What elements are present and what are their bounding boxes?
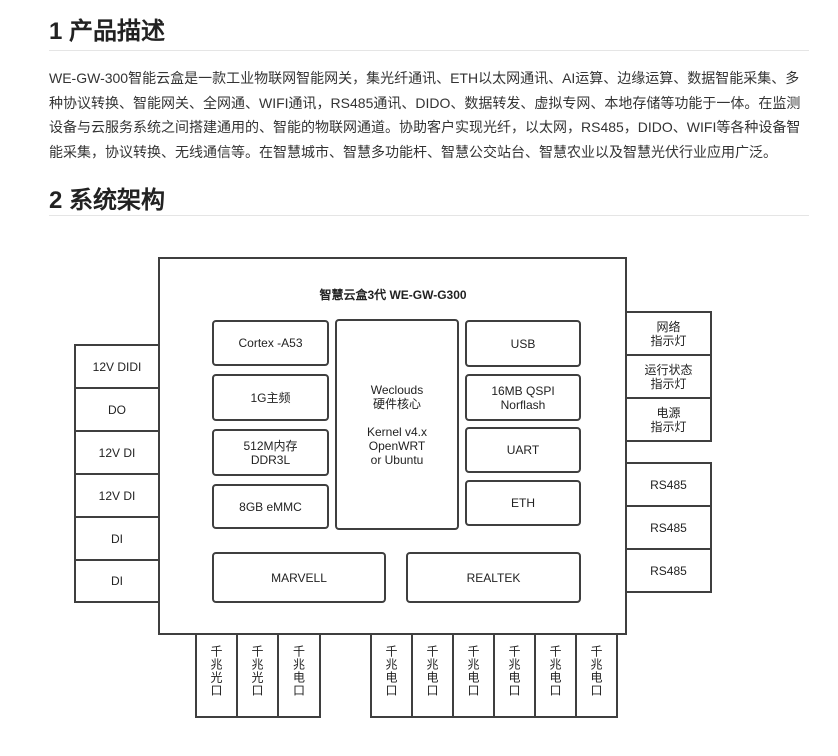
module-uart: UART xyxy=(465,427,581,473)
module-ram: 512M内存 DDR3L xyxy=(212,429,329,476)
bottom-port: 千兆光口 xyxy=(236,633,279,718)
bottom-port: 千兆电口 xyxy=(277,633,321,718)
module-realtek: REALTEK xyxy=(406,552,581,603)
device-title: 智慧云盒3代 WE-GW-G300 xyxy=(319,288,467,302)
divider xyxy=(49,50,809,51)
module-usb: USB xyxy=(465,320,581,367)
bottom-port: 千兆电口 xyxy=(452,633,495,718)
module-eth: ETH xyxy=(465,480,581,526)
rs485-port: RS485 xyxy=(625,462,712,507)
left-port: DI xyxy=(74,516,160,561)
module-qspi: 16MB QSPI Norflash xyxy=(465,374,581,421)
module-frequency: 1G主频 xyxy=(212,374,329,421)
indicator-light: 电源 指示灯 xyxy=(625,397,712,442)
bottom-port: 千兆电口 xyxy=(534,633,577,718)
module-emmc: 8GB eMMC xyxy=(212,484,329,529)
left-port: 12V DIDI xyxy=(74,344,160,389)
module-cpu: Cortex -A53 xyxy=(212,320,329,366)
bottom-port: 千兆光口 xyxy=(195,633,238,718)
left-port: 12V DI xyxy=(74,430,160,475)
left-port: 12V DI xyxy=(74,473,160,518)
divider xyxy=(49,215,809,216)
bottom-port: 千兆电口 xyxy=(411,633,454,718)
module-marvell: MARVELL xyxy=(212,552,386,603)
section-title-description: 1 产品描述 xyxy=(49,18,166,45)
module-core: Weclouds 硬件核心 Kernel v4.x OpenWRT or Ubu… xyxy=(335,319,459,530)
rs485-port: RS485 xyxy=(625,548,712,593)
left-port: DI xyxy=(74,559,160,603)
bottom-port: 千兆电口 xyxy=(493,633,536,718)
bottom-port: 千兆电口 xyxy=(575,633,618,718)
product-description: WE-GW-300智能云盒是一款工业物联网智能网关，集光纤通讯、ETH以太网通讯… xyxy=(49,70,801,160)
rs485-port: RS485 xyxy=(625,505,712,550)
section-title-architecture: 2 系统架构 xyxy=(49,187,166,214)
left-port: DO xyxy=(74,387,160,432)
indicator-light: 运行状态 指示灯 xyxy=(625,354,712,399)
bottom-port: 千兆电口 xyxy=(370,633,413,718)
indicator-light: 网络 指示灯 xyxy=(625,311,712,356)
